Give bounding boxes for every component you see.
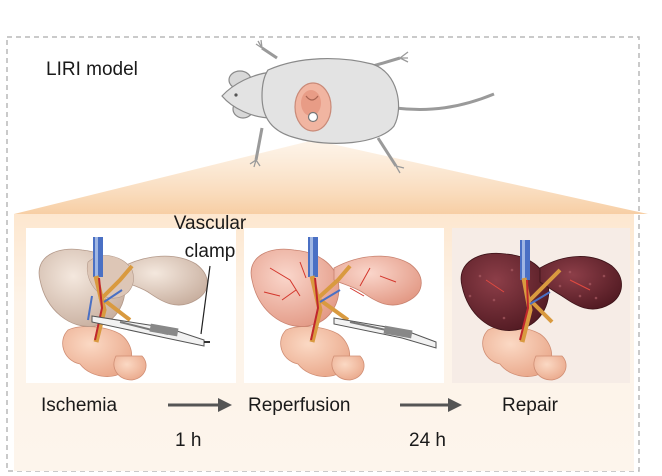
time-label-24h: 24 h [409,430,446,451]
glow-beam [14,140,648,214]
figure-title: LIRI model [46,59,138,80]
arrow-icon-24h [400,398,462,412]
clamp-annotation-line2: clamp [184,241,236,262]
arrow-icon-1h [168,398,232,412]
pale-liver-with-clamp [38,237,210,381]
time-label-1h: 1 h [175,430,202,451]
clamp-pointer [200,265,211,335]
clamp-annotation-line1: Vascular [173,213,247,234]
mouse-illustration [221,39,495,174]
pink-liver-with-clamp [250,237,437,381]
stage-label-reperfusion: Reperfusion [248,395,351,416]
stage-label-repair: Repair [502,395,558,416]
stage-label-ischemia: Ischemia [41,395,118,416]
dark-damaged-liver [460,240,622,381]
